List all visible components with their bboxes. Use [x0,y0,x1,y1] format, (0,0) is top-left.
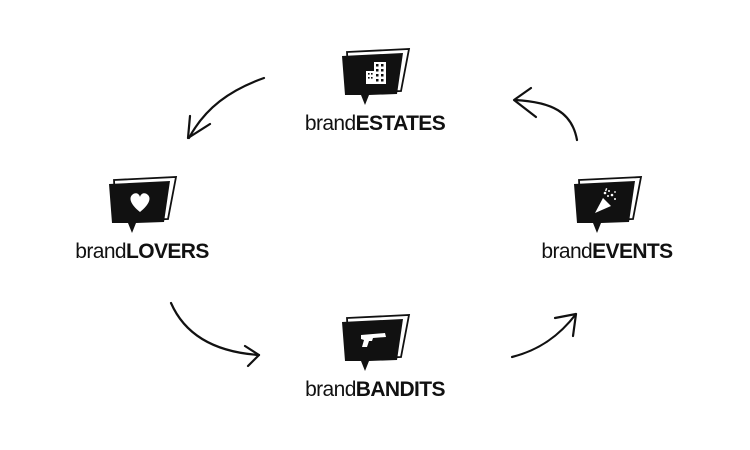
speech-bubble-icon [109,176,178,233]
node-label: brandEVENTS [541,240,673,263]
node-label: brandESTATES [304,112,446,135]
speech-bubble-icon [342,314,411,371]
label-suffix: BANDITS [355,378,446,401]
heart-icon [130,193,150,212]
revolver-icon [361,333,386,347]
label-suffix: EVENTS [592,240,673,263]
label-prefix: brand [75,240,126,263]
speech-bubble-icon [574,176,643,233]
label-suffix: ESTATES [355,112,446,135]
label-prefix: brand [305,378,356,401]
label-prefix: brand [304,112,356,135]
arrow-lovers-to-bandits [169,301,261,368]
arrow-estates-to-lovers [186,76,266,140]
party-popper-icon [595,188,616,213]
arrow-bandits-to-events [510,312,578,359]
node-label: brandBANDITS [305,379,445,401]
speech-bubble-icon [342,48,411,105]
node-label: brandLOVERS [75,240,209,263]
node-estates: brandESTATES [275,47,475,135]
arrow-events-to-estates [512,86,579,142]
buildings-icon [366,62,386,84]
node-lovers: brandLOVERS [42,175,242,263]
node-bandits: brandBANDITS [275,313,475,401]
label-prefix: brand [541,240,593,263]
label-suffix: LOVERS [125,240,209,263]
node-events: brandEVENTS [507,175,707,263]
